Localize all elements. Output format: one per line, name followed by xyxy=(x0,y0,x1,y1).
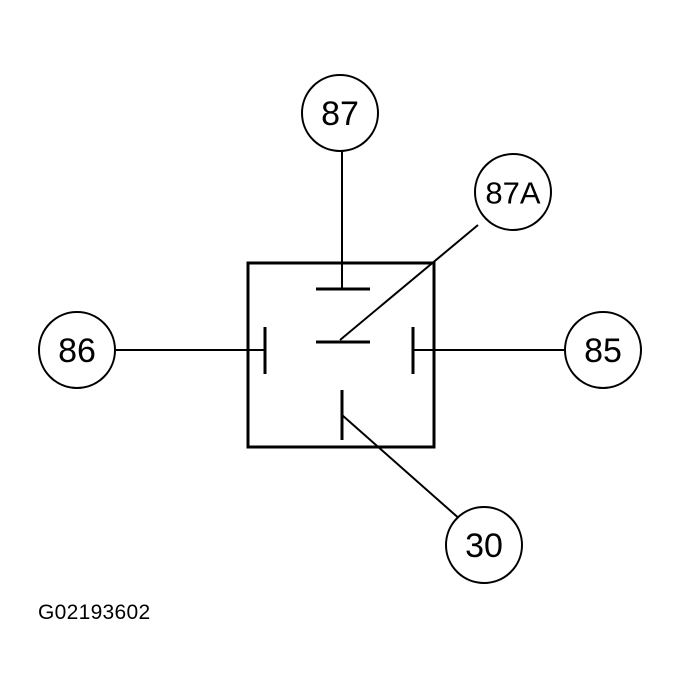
terminal-85-bubble xyxy=(564,311,642,389)
terminal-86-bubble xyxy=(38,311,116,389)
terminal-87a-label: 87A xyxy=(485,176,540,211)
lead-30 xyxy=(341,414,463,522)
terminal-87a-bubble xyxy=(474,153,552,231)
terminal-87-bubble xyxy=(301,74,379,152)
terminal-85-label: 85 xyxy=(584,332,622,370)
terminal-30-bubble xyxy=(445,506,523,584)
terminal-30-label: 30 xyxy=(465,527,503,565)
terminal-86-label: 86 xyxy=(58,332,96,370)
lead-87a xyxy=(339,224,479,341)
figure-id: G02193602 xyxy=(38,601,151,624)
terminal-87-label: 87 xyxy=(321,95,359,133)
